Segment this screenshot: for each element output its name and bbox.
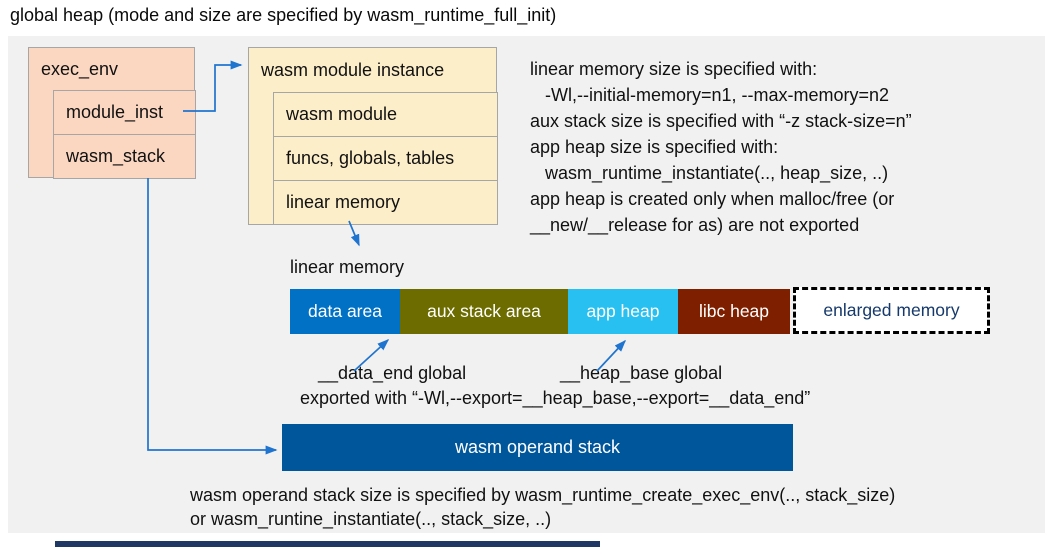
wasm-module-instance-box: wasm module instance wasm module funcs, … [248,47,498,225]
segment-app-heap: app heap [568,289,678,334]
note-line: wasm_runtime_instantiate(.., heap_size, … [530,163,889,183]
note-line: wasm operand stack size is specified by … [190,485,896,505]
instance-row-funcs-globals-tables: funcs, globals, tables [273,136,498,181]
exec-env-box: exec_env module_inst wasm_stack [28,47,196,179]
exec-env-row-module-inst: module_inst [53,90,196,135]
instance-row-wasm-module: wasm module [273,92,498,137]
note-line: linear memory size is specified with: [530,59,818,79]
module-instance-header: wasm module instance [261,60,445,80]
exported-with-label: exported with “-Wl,--export=__heap_base,… [300,388,811,408]
segment-data-area: data area [290,289,400,334]
note-line: or wasm_runtine_instantiate(.., stack_si… [190,509,552,529]
global-heap-bar-partial [55,541,600,547]
segment-libc-heap: libc heap [678,289,790,334]
note-line: aux stack size is specified with “-z sta… [530,111,912,131]
linear-memory-bar: data area aux stack area app heap libc h… [290,287,990,334]
segment-enlarged-memory: enlarged memory [793,287,990,334]
data-end-global-label: __data_end global [318,363,467,383]
note-line: __new/__release for as) are not exported [530,215,860,235]
note-line: app heap size is specified with: [530,137,779,157]
exec-env-row-wasm-stack: wasm_stack [53,134,196,179]
diagram-title: global heap (mode and size are specified… [10,5,557,25]
exec-env-header: exec_env [41,59,119,79]
heap-base-global-label: __heap_base global [560,363,723,383]
note-line: app heap is created only when malloc/fre… [530,189,895,209]
operand-stack-notes: wasm operand stack size is specified by … [190,483,1050,531]
size-notes-block: linear memory size is specified with: -W… [530,56,1045,238]
segment-aux-stack-area: aux stack area [400,289,568,334]
instance-row-linear-memory: linear memory [273,180,498,225]
linear-memory-label: linear memory [290,257,405,277]
note-line: -Wl,--initial-memory=n1, --max-memory=n2 [530,85,890,105]
wasm-operand-stack-bar: wasm operand stack [282,424,793,471]
